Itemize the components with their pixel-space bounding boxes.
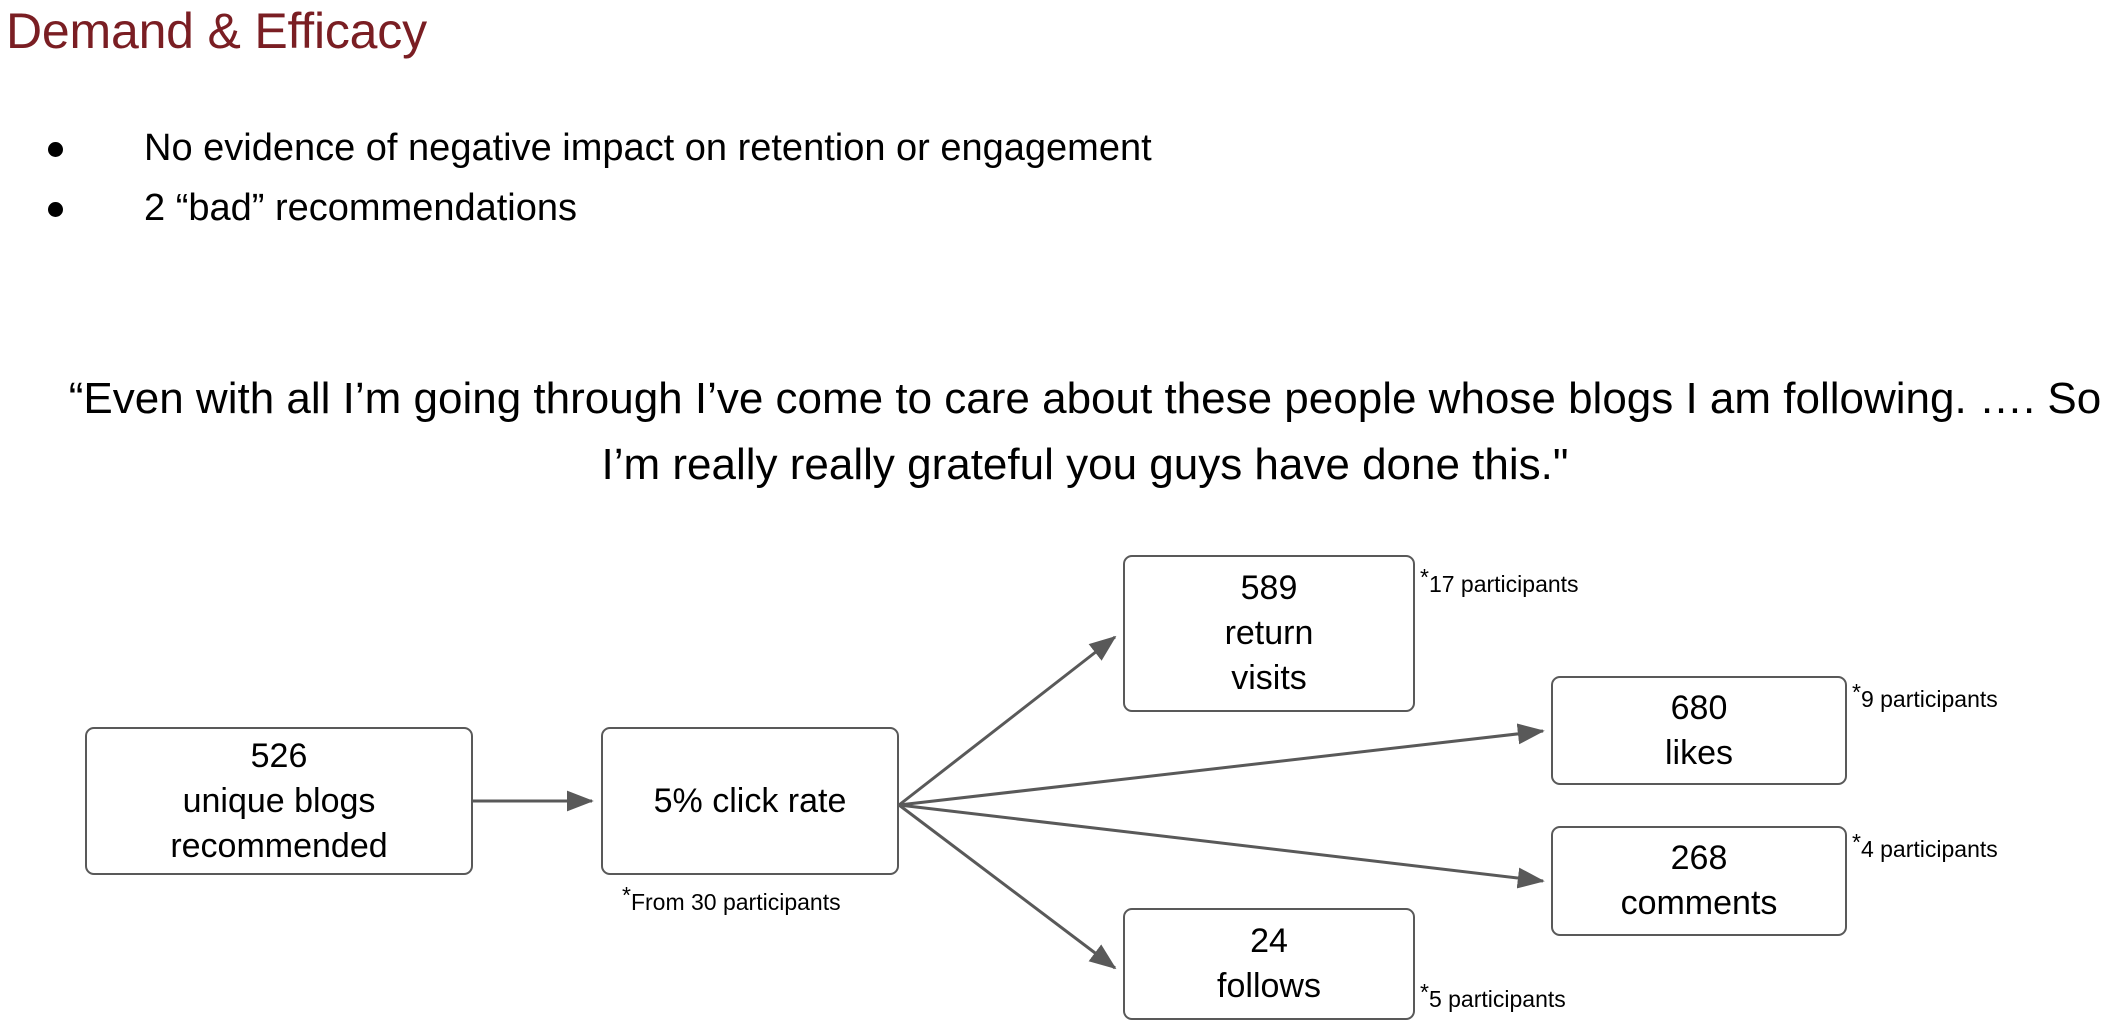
flow-node-click-rate[interactable]: 5% click rate: [601, 727, 899, 875]
bullet-dot-icon: [48, 142, 63, 157]
edge-click-to-follows: [898, 803, 1117, 970]
flow-node-follows[interactable]: 24 follows: [1123, 908, 1415, 1020]
node-line: 680: [1670, 688, 1728, 727]
bullet-text: 2 “bad” recommendations: [144, 187, 577, 229]
node-line: visits: [1231, 659, 1307, 697]
node-line: 526: [250, 736, 308, 775]
footnote-text: From 30 participants: [630, 889, 841, 915]
edge-click-to-likes: [898, 723, 1545, 807]
footnote-comments: *4 participants: [1852, 831, 1998, 863]
flow-node-return-visits[interactable]: 589 return visits: [1123, 555, 1415, 712]
footnote-text: 5 participants: [1428, 986, 1566, 1012]
bullet-list: No evidence of negative impact on retent…: [48, 118, 1152, 238]
footnote-star: *: [622, 882, 631, 908]
flow-node-comments[interactable]: 268 comments: [1551, 826, 1847, 936]
footnote-star: *: [1852, 829, 1861, 855]
footnote-click-rate: *From 30 participants: [622, 884, 841, 916]
footnote-follows: *5 participants: [1420, 981, 1566, 1013]
footnote-return-visits: *17 participants: [1420, 566, 1579, 598]
footnote-text: 9 participants: [1860, 686, 1998, 712]
node-line: 24: [1250, 922, 1288, 960]
edge-click-to-visits: [898, 635, 1117, 807]
node-line: 5% click rate: [653, 781, 847, 820]
footnote-star: *: [1420, 979, 1429, 1005]
footnote-star: *: [1420, 564, 1429, 590]
edge-click-to-comments: [898, 803, 1545, 889]
node-line: 268: [1670, 839, 1728, 877]
list-item: 2 “bad” recommendations: [48, 178, 1152, 238]
list-item: No evidence of negative impact on retent…: [48, 118, 1152, 178]
participant-quote: “Even with all I’m going through I’ve co…: [68, 374, 2102, 489]
footnote-text: 4 participants: [1860, 836, 1998, 862]
footnote-likes: *9 participants: [1852, 681, 1998, 713]
node-line: comments: [1620, 884, 1778, 922]
bullet-dot-icon: [48, 202, 63, 217]
flow-node-likes[interactable]: 680 likes: [1551, 676, 1847, 785]
node-line: return: [1224, 614, 1314, 652]
node-line: likes: [1664, 733, 1734, 772]
node-line: follows: [1217, 967, 1321, 1005]
node-line: 589: [1240, 569, 1298, 607]
node-line: unique blogs: [182, 781, 376, 820]
flow-node-unique-blogs[interactable]: 526 unique blogs recommended: [85, 727, 473, 875]
page-title: Demand & Efficacy: [6, 3, 427, 59]
footnote-text: 17 participants: [1428, 571, 1579, 597]
node-line: recommended: [170, 826, 388, 865]
footnote-star: *: [1852, 679, 1861, 705]
bullet-text: No evidence of negative impact on retent…: [144, 127, 1152, 169]
